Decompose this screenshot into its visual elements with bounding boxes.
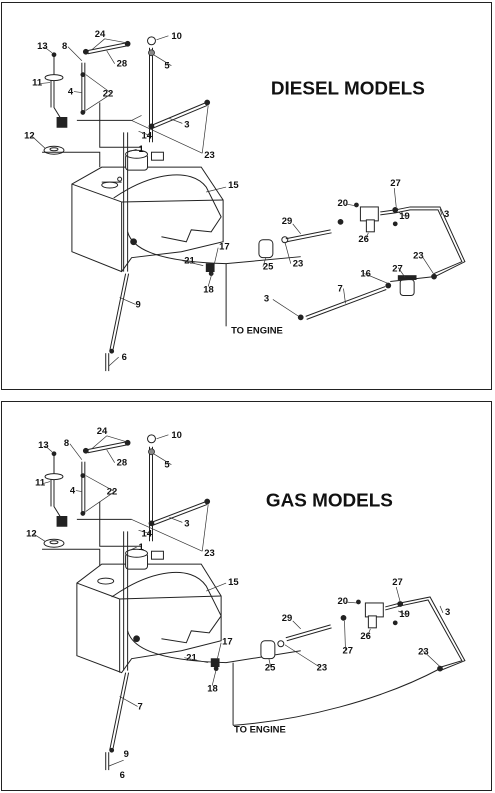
callout: 11 [32, 78, 42, 89]
callout: 1 [139, 144, 144, 155]
callout: 29 [282, 216, 293, 227]
callout: 26 [360, 631, 371, 642]
fuel-tank [76, 563, 222, 674]
tank-cover [111, 571, 222, 644]
callout: 6 [120, 770, 125, 781]
fuel-tank [71, 166, 224, 273]
callout: 17 [219, 242, 229, 253]
callout: 3 [184, 518, 189, 529]
callout: 17 [222, 637, 233, 648]
gasket [43, 145, 65, 155]
panel-title: DIESEL MODELS [271, 79, 425, 100]
tank-cover [113, 174, 222, 243]
callout: 7 [338, 284, 343, 295]
callout: 6 [122, 352, 127, 363]
callout: 10 [171, 31, 182, 42]
filler-neck [125, 149, 164, 171]
callout: 20 [338, 596, 349, 607]
to-engine-label: TO ENGINE [231, 325, 283, 336]
gasket [43, 538, 65, 548]
callout: 10 [171, 430, 182, 441]
inline-filter [258, 236, 289, 259]
callout: 14 [142, 528, 153, 539]
callout: 15 [228, 180, 238, 191]
callout: 8 [62, 41, 67, 52]
fitting-17 [210, 658, 220, 672]
fuel-sender [44, 451, 68, 527]
callout: 27 [390, 178, 401, 189]
callout-labels: 24 10 13 8 28 5 11 4 22 3 14 12 23 1 15 … [24, 29, 449, 363]
gas-fuel-system-diagram: GAS MODELS [26, 426, 466, 781]
callout: 3 [264, 293, 269, 304]
callout: 4 [68, 87, 74, 98]
callout: 12 [26, 528, 37, 539]
callout: 5 [164, 61, 169, 72]
callout: 24 [95, 29, 106, 40]
callout: 27 [343, 646, 354, 657]
callout: 23 [413, 251, 424, 262]
callout: 23 [317, 663, 328, 674]
callout: 27 [392, 264, 403, 275]
fitting-17 [205, 263, 215, 276]
callout: 27 [392, 577, 403, 588]
callout: 18 [207, 684, 218, 695]
fuel-sender [44, 52, 68, 128]
gas-models-panel: GAS MODELS [1, 401, 492, 791]
callout: 15 [228, 577, 238, 588]
callout: 25 [263, 262, 274, 273]
callout: 9 [124, 749, 129, 760]
callout: 23 [204, 150, 215, 161]
diesel-models-panel: DIESEL MODELS [1, 2, 492, 390]
callout: 3 [445, 607, 450, 618]
callout: 23 [418, 647, 429, 658]
callout: 28 [117, 458, 128, 469]
callout: 11 [35, 478, 45, 489]
callout: 3 [184, 119, 189, 130]
callout: 22 [103, 89, 114, 100]
callout: 21 [184, 256, 195, 267]
callout: 9 [136, 299, 141, 310]
callout: 3 [444, 209, 449, 220]
callout: 21 [186, 653, 197, 664]
callout: 23 [293, 259, 304, 270]
callout: 13 [37, 41, 48, 52]
callout: 29 [282, 613, 292, 624]
callout: 12 [24, 130, 34, 141]
callout: 5 [164, 460, 169, 471]
callout: 4 [70, 486, 76, 497]
panel-title: GAS MODELS [266, 490, 393, 511]
callout: 25 [265, 663, 276, 674]
callout: 13 [38, 440, 49, 451]
callout: 22 [107, 487, 118, 498]
callout: 1 [139, 542, 144, 553]
fuel-pump [356, 599, 384, 629]
callout: 23 [204, 548, 215, 559]
callout: 7 [138, 701, 143, 712]
inline-filter [260, 640, 285, 660]
to-engine-label: TO ENGINE [234, 724, 286, 735]
callout: 18 [203, 284, 213, 295]
callout: 14 [142, 130, 153, 141]
callout: 20 [338, 198, 349, 209]
callout-labels: 24 10 13 8 28 5 11 4 22 3 14 12 23 1 15 … [26, 426, 450, 781]
callout: 19 [399, 211, 410, 222]
callout: 28 [117, 59, 128, 70]
callout: 8 [64, 438, 69, 449]
filler-neck [125, 548, 164, 570]
callout: 24 [97, 426, 108, 437]
fuel-pump [354, 202, 379, 233]
diesel-fuel-system-diagram: DIESEL MODELS [24, 29, 466, 372]
callout: 26 [358, 234, 369, 245]
